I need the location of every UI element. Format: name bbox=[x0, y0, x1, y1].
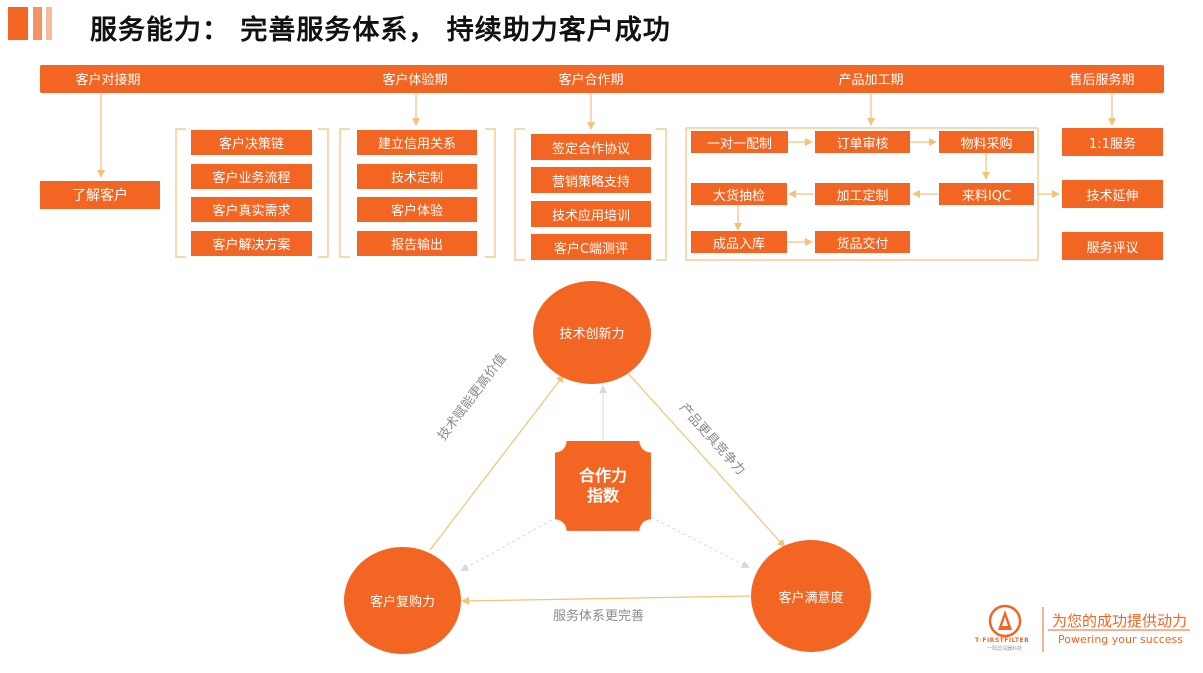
process-delivery: 货品交付 bbox=[815, 231, 910, 253]
circle-tech-innovation: 技术创新力 bbox=[533, 281, 651, 384]
group2-item: 报告输出 bbox=[357, 231, 477, 256]
phase-after-sales: 售后服务期 bbox=[1069, 73, 1135, 88]
group2-item: 建立信用关系 bbox=[357, 130, 477, 155]
group1-item: 客户真实需求 bbox=[191, 197, 312, 222]
logo-text: T·FIRSTFILTER bbox=[975, 637, 1030, 644]
group2-item: 客户体验 bbox=[357, 197, 477, 222]
group1-item: 客户决策链 bbox=[191, 130, 312, 155]
phase-processing: 产品加工期 bbox=[838, 73, 904, 88]
brand-slogan: 为您的成功提供动力 bbox=[1052, 612, 1188, 630]
process-order-review: 订单审核 bbox=[815, 131, 910, 153]
group2-item: 技术定制 bbox=[357, 164, 477, 189]
process-processing: 加工定制 bbox=[815, 183, 910, 205]
company-logo-icon bbox=[988, 604, 1022, 638]
edge-label-bottom: 服务体系更完善 bbox=[553, 609, 645, 624]
process-bulk-inspection: 大货抽检 bbox=[691, 183, 787, 205]
phase-cooperation: 客户合作期 bbox=[558, 73, 624, 88]
after-sales-item: 技术延伸 bbox=[1062, 180, 1163, 208]
cooperation-index: 合作力 指数 bbox=[555, 441, 651, 531]
group1-item: 客户业务流程 bbox=[191, 164, 312, 189]
page-title: 服务能力： 完善服务体系， 持续助力客户成功 bbox=[90, 15, 671, 46]
brand-slogan-en: Powering your success bbox=[1058, 633, 1184, 646]
process-incoming-iqc: 来料IQC bbox=[939, 183, 1034, 205]
circle-repurchase: 客户复购力 bbox=[344, 547, 461, 654]
group1-item: 客户解决方案 bbox=[191, 231, 312, 256]
process-one-to-one: 一对一配制 bbox=[691, 131, 788, 153]
group3-item: 技术应用培训 bbox=[531, 201, 651, 227]
logo-subtext: 一阳滤清器科技 bbox=[987, 646, 1023, 652]
group3-item: 营销策略支持 bbox=[531, 167, 651, 193]
group3-item: 签定合作协议 bbox=[531, 134, 651, 160]
after-sales-item: 服务评议 bbox=[1062, 232, 1163, 260]
title-bar-icon bbox=[33, 7, 42, 40]
cooperation-index-line2: 指数 bbox=[586, 486, 619, 505]
group3-item: 客户C端测评 bbox=[531, 234, 651, 260]
title-bar-icon bbox=[8, 7, 28, 40]
after-sales-item: 1:1服务 bbox=[1062, 128, 1163, 156]
cooperation-index-line1: 合作力 bbox=[578, 466, 627, 485]
phase-bar bbox=[40, 65, 1164, 93]
title-bar-icon bbox=[46, 7, 52, 40]
understand-customer-box: 了解客户 bbox=[40, 181, 160, 209]
circle-satisfaction: 客户满意度 bbox=[751, 540, 871, 652]
process-material-purchase: 物料采购 bbox=[939, 131, 1034, 153]
phase-experience: 客户体验期 bbox=[382, 73, 448, 88]
process-storage: 成品入库 bbox=[691, 231, 787, 253]
phase-docking: 客户对接期 bbox=[75, 73, 141, 88]
